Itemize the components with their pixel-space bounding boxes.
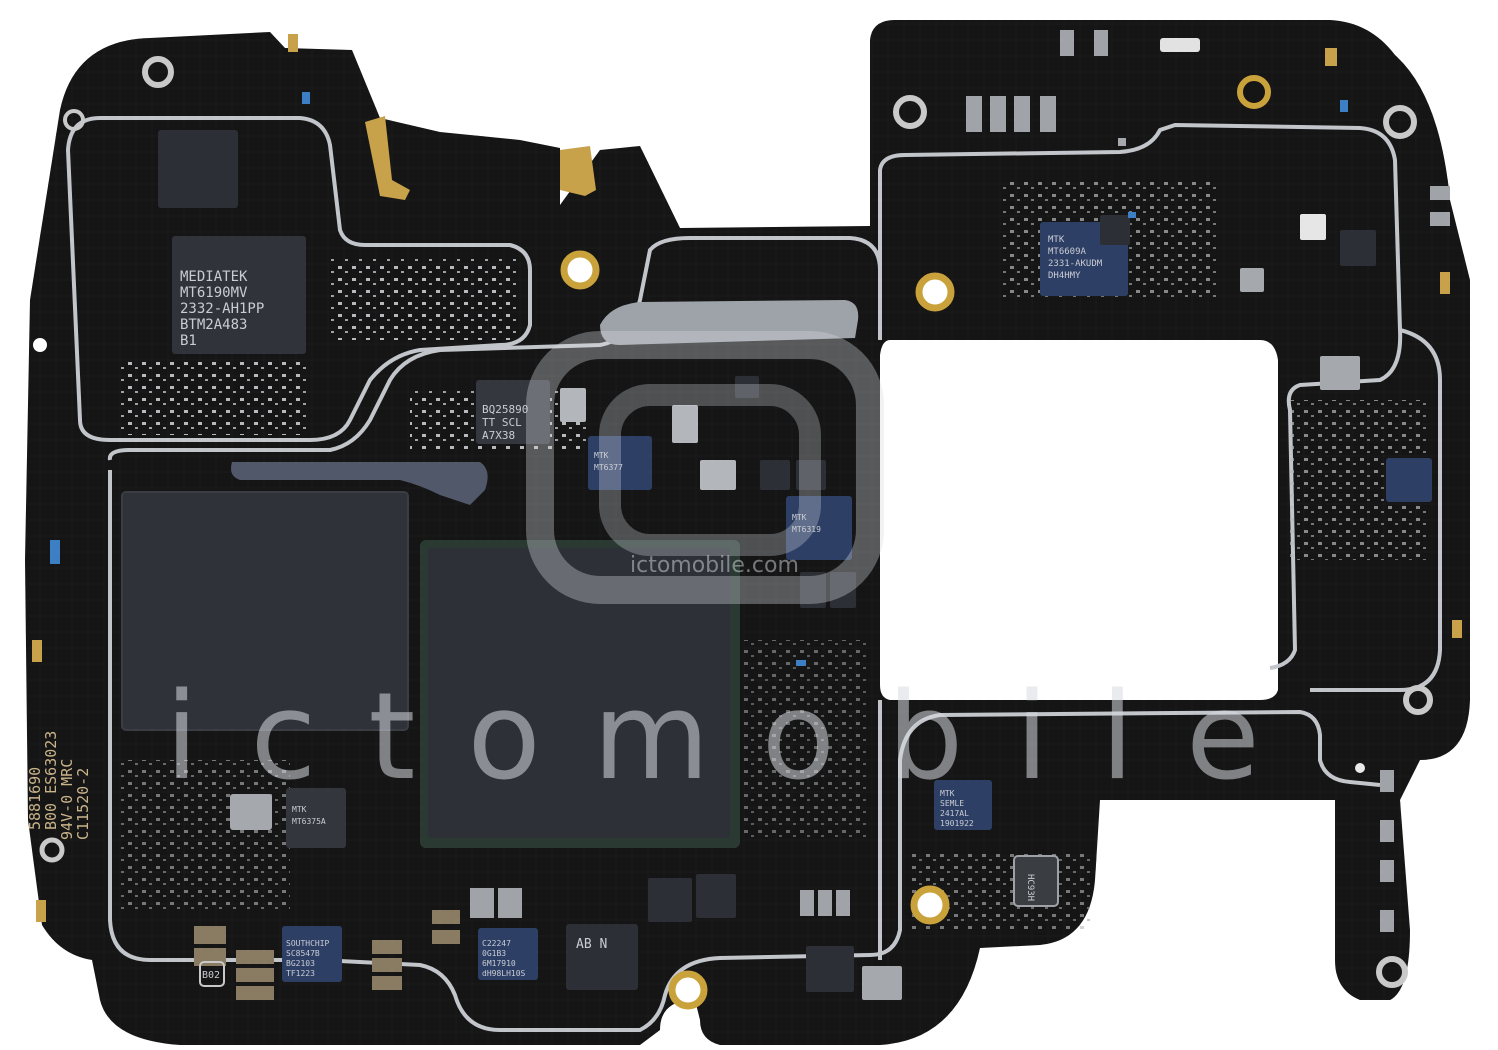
silk-label-b02: B02: [202, 970, 220, 981]
chip-label: BQ25890: [482, 403, 528, 416]
chip-marking-cz: C22247 0G1B3 6M17910 dH98LH10S: [482, 939, 526, 978]
thermal-pad: [231, 462, 488, 505]
board-cutout: [880, 340, 1278, 700]
chip-label: MTK: [940, 789, 955, 798]
screw-holes: [33, 56, 1433, 1010]
chip-label: MEDIATEK: [180, 269, 248, 285]
chip-label: 6M17910: [482, 959, 516, 968]
chip-marking-mtk-lower-mid: MTK SEMLE 2417AL 1901922: [940, 789, 974, 828]
watermark: ictomobile.com ictomobile: [165, 331, 1312, 807]
chip-label: SOUTHCHIP: [286, 939, 330, 948]
chip-marking-charger: BQ25890 TT SCL A7X38: [482, 403, 528, 442]
chip-label: MT6377: [594, 463, 623, 472]
chip-label: TF1223: [286, 969, 315, 978]
soc-chip: [428, 548, 730, 838]
chip-label: TT SCL: [482, 416, 522, 429]
watermark-big: ictomobile: [165, 668, 1312, 807]
chip-marking-mtk-small-b: MTK MT6319: [792, 513, 821, 534]
chip-label: A7X38: [482, 429, 515, 442]
chip-marking-mtk-left-low: MTK MT6375A: [292, 805, 326, 826]
chip-label: B1: [180, 333, 197, 349]
chip-label: C22247: [482, 939, 511, 948]
shield-fence: [66, 116, 1442, 1032]
chip-label: DH4HMY: [1048, 271, 1081, 281]
chip-label: MTK: [292, 805, 307, 814]
chip-label: MTK: [792, 513, 807, 522]
chip-marking-mtk-small-a: MTK MT6377: [594, 451, 623, 472]
chip-label: 2332-AH1PP: [180, 301, 264, 317]
shield-patch: [600, 300, 859, 345]
chip-label: 1901922: [940, 819, 974, 828]
chip-label: MTK: [594, 451, 609, 460]
watermark-small: ictomobile.com: [630, 553, 799, 578]
chip-label: SC8547B: [286, 949, 320, 958]
silkscreen-vertical: 5881690 B00 ES63023 94V-0 MRC C11520-2: [26, 731, 92, 840]
chip-label: 2417AL: [940, 809, 969, 818]
chip-label: MT6319: [792, 525, 821, 534]
chip-marking-southchip: SOUTHCHIP SC8547B BG2103 TF1223: [286, 939, 330, 978]
chip-label: BG2103: [286, 959, 315, 968]
silk-line: 94V-0 MRC: [58, 759, 76, 840]
blue-components: [50, 92, 1348, 666]
silk-line: 5881690: [26, 767, 44, 830]
chip-label: MTK: [1048, 235, 1065, 245]
ic-components: [120, 30, 1450, 1000]
board-notch: [1100, 810, 1330, 1050]
chip-label: MT6190MV: [180, 285, 248, 301]
chip-marking-mtk-upper-right: MTK MT6609A 2331-AKUDM DH4HMY: [1048, 235, 1103, 281]
chip-label: 2331-AKUDM: [1048, 259, 1103, 269]
gold-contacts: [32, 34, 1462, 922]
chip-label: MT6609A: [1048, 247, 1087, 257]
chip-marking-sensor: HC93H: [1025, 874, 1035, 901]
chip-marking-ab: AB N: [576, 937, 607, 952]
chip-label: dH98LH10S: [482, 969, 526, 978]
silk-line: C11520-2: [74, 768, 92, 840]
memory-chip: [121, 491, 409, 731]
chip-label: SEMLE: [940, 799, 964, 808]
chip-label: BTM2A483: [180, 317, 247, 333]
chip-label: 0G1B3: [482, 949, 506, 958]
silk-line: B00 ES63023: [42, 731, 60, 830]
chip-marking-pmic-rf: MEDIATEK MT6190MV 2332-AH1PP BTM2A483 B1: [180, 269, 264, 349]
chip-label: MT6375A: [292, 817, 326, 826]
